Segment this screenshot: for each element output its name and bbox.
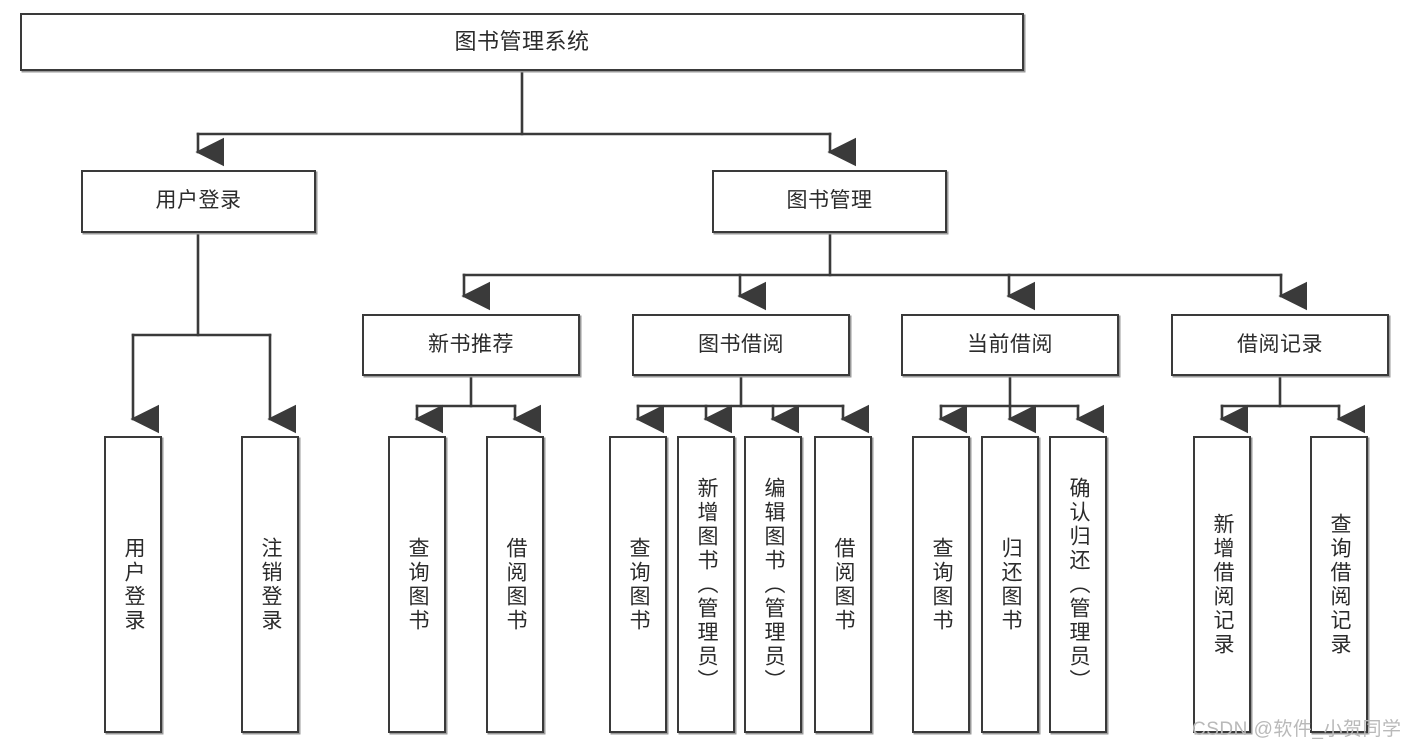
leaf-query-book-2[interactable]: 查询图书 [609,436,667,733]
node-label: 查询借阅记录 [1328,512,1352,657]
node-label: 确认归还（管理员） [1067,476,1091,693]
node-label: 注销登录 [259,536,283,633]
node-label: 用户登录 [122,536,146,633]
node-label: 新增图书（管理员） [695,476,719,693]
leaf-query-book-3[interactable]: 查询图书 [912,436,970,733]
leaf-edit-book[interactable]: 编辑图书（管理员） [744,436,802,733]
leaf-user-login[interactable]: 用户登录 [104,436,162,733]
node-label: 借阅图书 [504,536,528,633]
node-label: 新增借阅记录 [1211,512,1235,657]
node-borrow-record[interactable]: 借阅记录 [1171,314,1389,376]
leaf-add-record[interactable]: 新增借阅记录 [1193,436,1251,733]
leaf-query-book-1[interactable]: 查询图书 [388,436,446,733]
node-root-system[interactable]: 图书管理系统 [20,13,1024,71]
node-label: 新书推荐 [428,332,514,356]
node-label: 查询图书 [406,536,430,633]
node-label: 编辑图书（管理员） [762,476,786,693]
leaf-return-book[interactable]: 归还图书 [981,436,1039,733]
leaf-confirm-return[interactable]: 确认归还（管理员） [1049,436,1107,733]
leaf-borrow-book-1[interactable]: 借阅图书 [486,436,544,733]
node-label: 查询图书 [930,536,954,633]
csdn-watermark: CSDN @软件_小贺同学 [1192,719,1402,740]
leaf-query-record[interactable]: 查询借阅记录 [1310,436,1368,733]
node-book-management[interactable]: 图书管理 [712,170,947,233]
node-user-login[interactable]: 用户登录 [81,170,316,233]
leaf-add-book[interactable]: 新增图书（管理员） [677,436,735,733]
node-label: 归还图书 [999,536,1023,633]
node-book-borrow[interactable]: 图书借阅 [632,314,850,376]
node-label: 借阅图书 [832,536,856,633]
leaf-logout[interactable]: 注销登录 [241,436,299,733]
node-label: 图书管理 [786,189,873,213]
node-label: 图书管理系统 [454,29,590,55]
leaf-borrow-book-2[interactable]: 借阅图书 [814,436,872,733]
node-current-borrow[interactable]: 当前借阅 [901,314,1119,376]
node-new-book-recommend[interactable]: 新书推荐 [362,314,580,376]
node-label: 用户登录 [155,189,242,213]
node-label: 图书借阅 [698,332,784,356]
node-label: 查询图书 [627,536,651,633]
node-label: 借阅记录 [1237,332,1323,356]
node-label: 当前借阅 [967,332,1053,356]
